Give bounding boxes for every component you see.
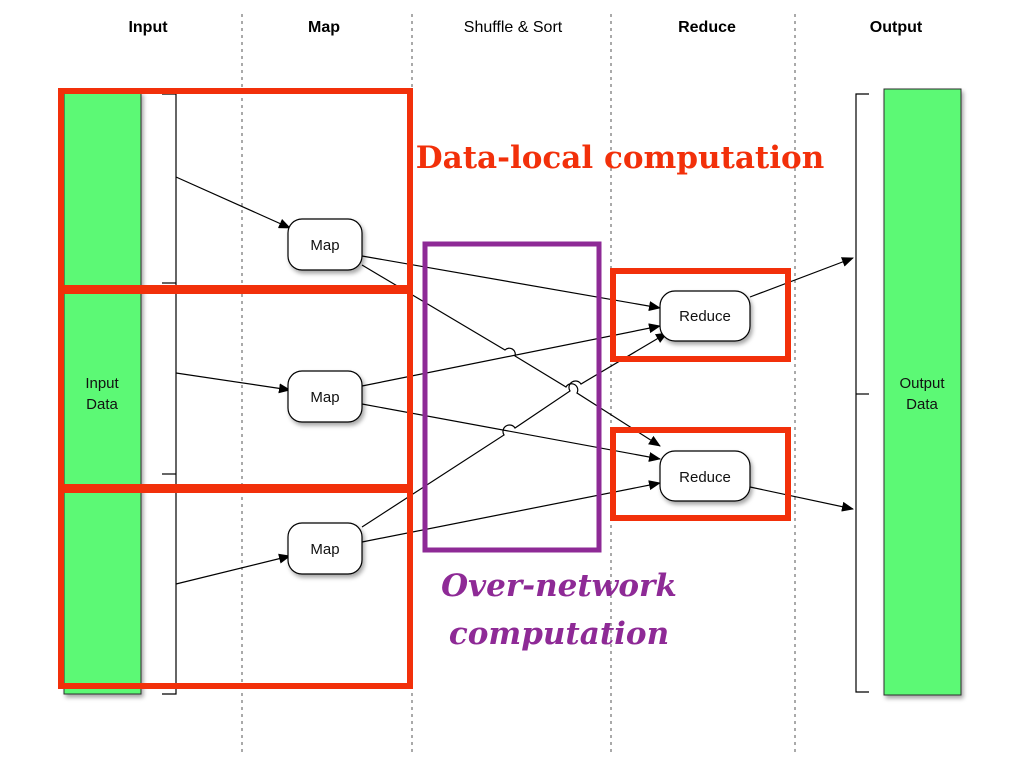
input-data-block — [63, 91, 142, 695]
map-node-label: Map — [310, 237, 339, 254]
arrow-reduce1-to-output — [749, 257, 854, 298]
output-bracket — [855, 93, 869, 693]
flow-arrows — [175, 176, 854, 585]
header-output: Output — [870, 19, 923, 36]
arrow-split1-to-map1 — [175, 176, 291, 229]
map-node-label: Map — [310, 389, 339, 406]
over-network-box — [422, 241, 602, 553]
reduce-node-label: Reduce — [679, 469, 731, 486]
arrow-map1-to-reduce2 — [361, 264, 661, 447]
map-node-label: Map — [310, 541, 339, 558]
map-node-1: Map — [287, 218, 363, 271]
input-data-label-line1: Input — [85, 375, 119, 392]
data-local-annotation: Data-local computation — [416, 140, 825, 176]
input-data-label-line2: Data — [86, 396, 118, 413]
data-local-box-reduce-2 — [610, 427, 791, 521]
data-local-highlights — [58, 88, 791, 689]
reduce-node-label: Reduce — [679, 308, 731, 325]
header-shuffle-sort: Shuffle & Sort — [464, 19, 563, 36]
arrow-split3-to-map3 — [175, 553, 291, 585]
arrow-split2-to-map2 — [175, 372, 291, 394]
header-input: Input — [128, 19, 168, 36]
input-split-bracket — [162, 93, 177, 695]
over-network-annotation-line1: Over-network — [441, 568, 677, 604]
header-map: Map — [308, 19, 340, 36]
arrow-reduce2-to-output — [749, 486, 854, 512]
output-data-label-line2: Data — [906, 396, 938, 413]
map-node-2: Map — [287, 370, 363, 423]
data-local-box-3 — [58, 487, 413, 689]
over-network-annotation-line2: computation — [449, 616, 669, 652]
output-data-block — [883, 88, 962, 696]
reduce-node-1: Reduce — [659, 290, 751, 342]
data-local-box-reduce-1 — [610, 268, 791, 362]
arrow-map3-to-reduce1 — [361, 332, 668, 528]
output-data-label-line1: Output — [899, 375, 945, 392]
reduce-node-2: Reduce — [659, 450, 751, 502]
map-node-3: Map — [287, 522, 363, 575]
header-reduce: Reduce — [678, 19, 736, 36]
